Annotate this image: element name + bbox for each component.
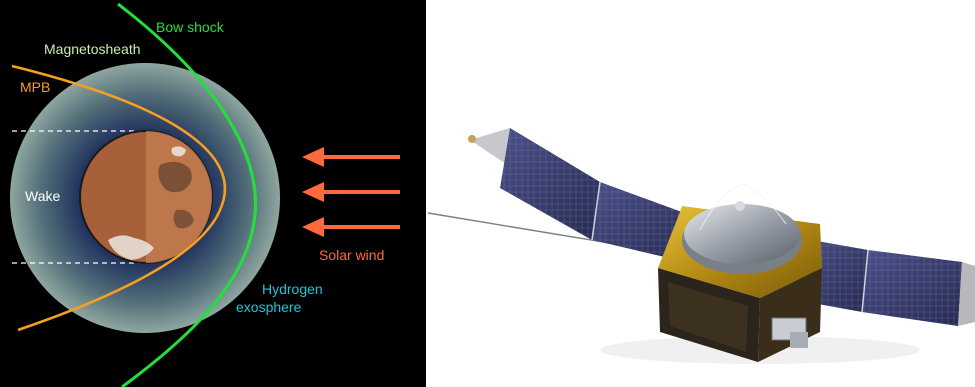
mars-planet	[79, 130, 213, 264]
mars-frost-2	[171, 146, 186, 157]
magnetometer	[468, 135, 476, 143]
solar-wind-arrows	[302, 147, 400, 237]
left-solar-array	[468, 128, 690, 262]
mars-plasma-diagram: Bow shock Magnetosheath MPB Wake Solar w…	[0, 0, 426, 387]
solar-wind-label: Solar wind	[319, 247, 384, 263]
solar-wind-arrow	[302, 217, 400, 237]
mpb-label: MPB	[20, 79, 50, 95]
bow-shock-curve	[117, 2, 257, 387]
antenna-feed	[735, 201, 745, 211]
mars-dark-region	[158, 161, 192, 193]
mars-polar-frost	[108, 235, 154, 260]
exosphere-label: exosphere	[236, 299, 302, 315]
magnetosheath-label: Magnetosheath	[44, 41, 141, 57]
wake-label: Wake	[25, 188, 60, 204]
solar-wind-arrow	[302, 147, 400, 167]
mars-dark-region-2	[173, 209, 194, 229]
right-outer-panel	[958, 262, 975, 326]
mpb-curve	[11, 64, 227, 332]
high-gain-antenna	[682, 183, 802, 274]
solar-wind-arrow	[302, 182, 400, 202]
maven-spacecraft	[427, 128, 975, 364]
hydrogen-label: Hydrogen	[262, 281, 323, 297]
right-solar-array	[796, 238, 975, 326]
bow-shock-label: Bow shock	[156, 19, 225, 35]
antenna-dish	[684, 204, 800, 264]
